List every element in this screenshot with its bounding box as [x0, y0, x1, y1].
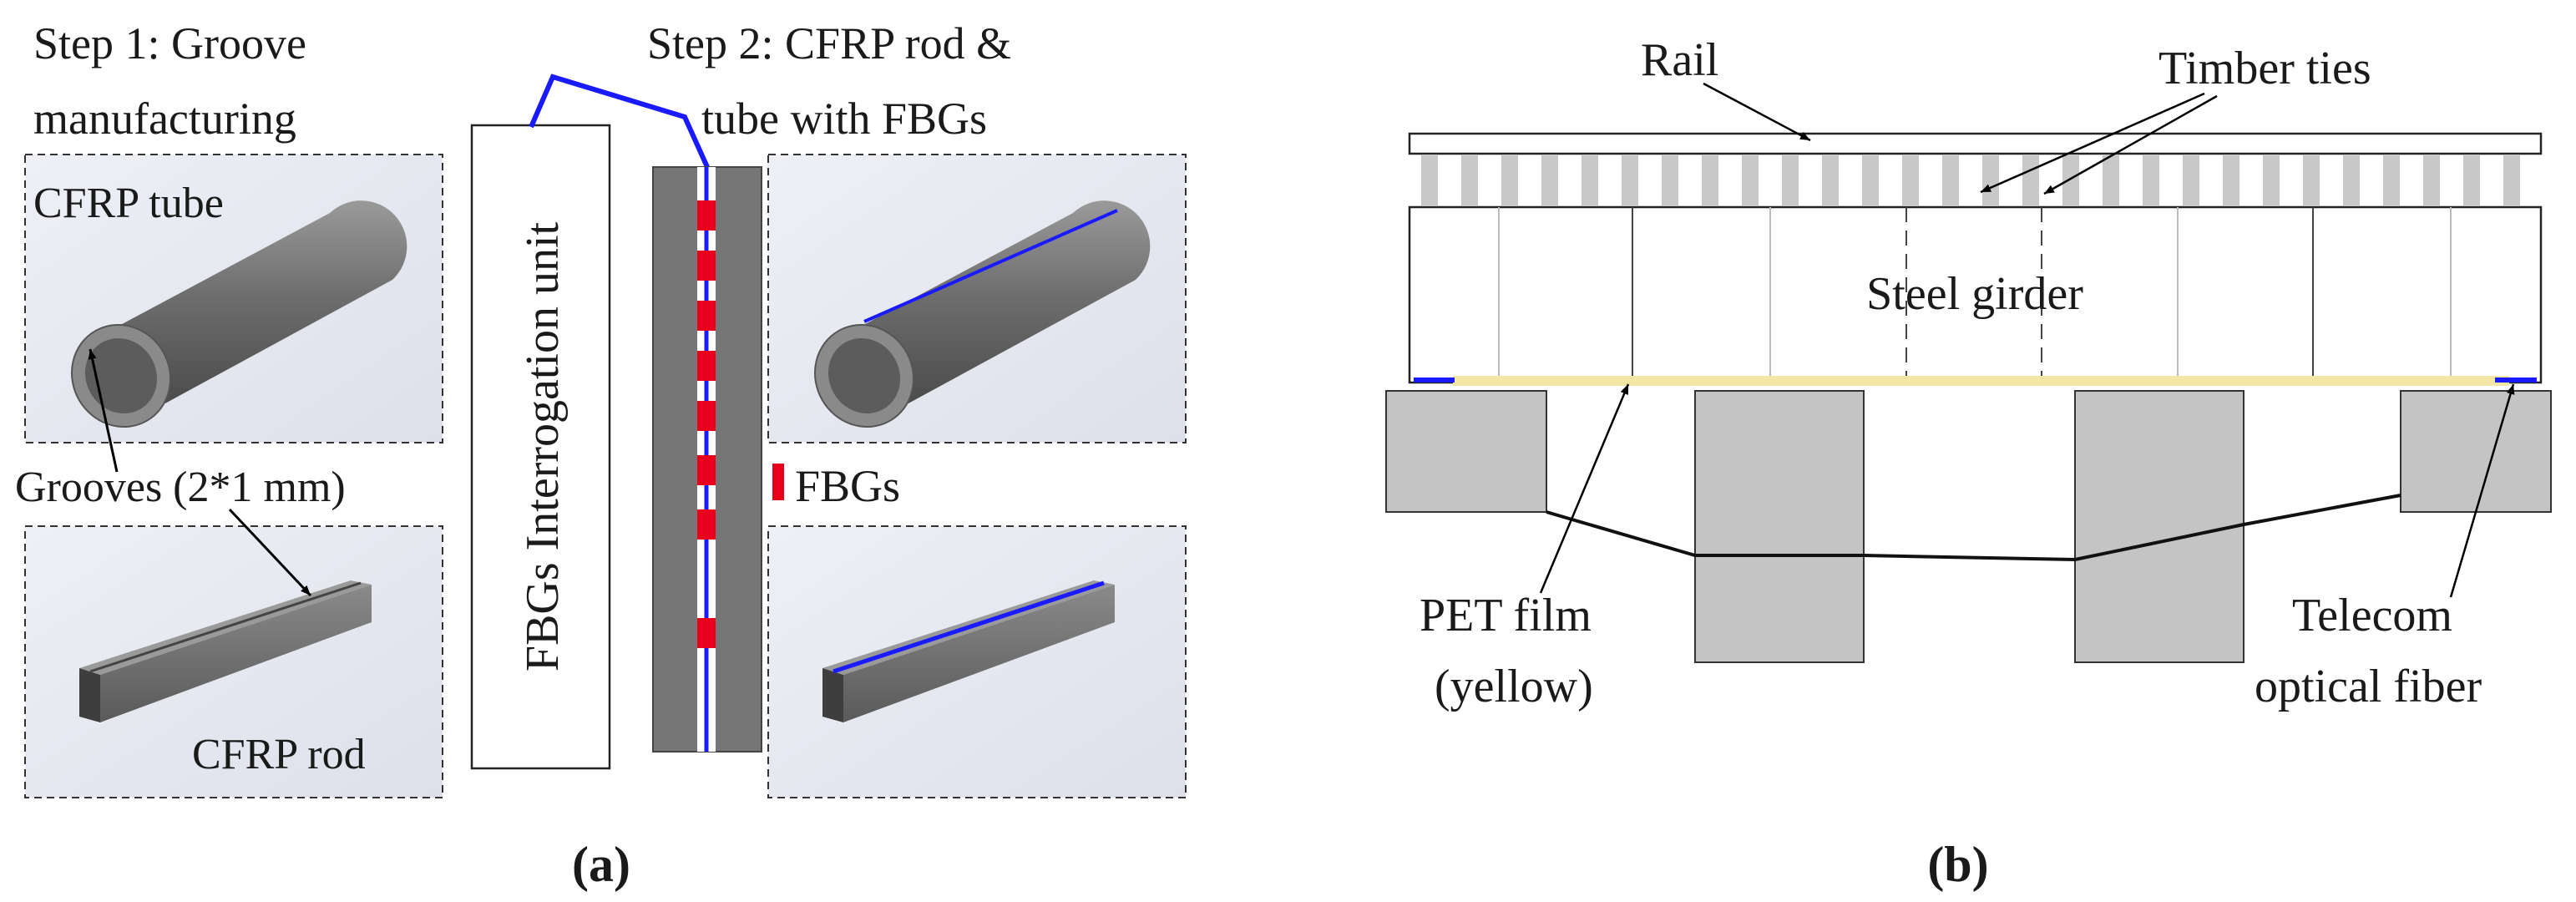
timber-tie	[1662, 155, 1678, 205]
timber-tie	[1702, 155, 1718, 205]
pet-film	[1453, 376, 2509, 386]
step2-title-line2: tube with FBGs	[701, 94, 987, 144]
interrogation-fiber	[529, 73, 710, 169]
timber-tie	[1902, 155, 1919, 205]
instrumented-bar	[652, 166, 762, 753]
timber-tie	[1622, 155, 1638, 205]
cfrp-rod-icon	[79, 580, 372, 722]
panel-a: Step 1: Groove manufacturing Step 2: CFR…	[15, 18, 1187, 892]
timber-tie	[2183, 155, 2199, 205]
fbg-sensor	[697, 200, 716, 231]
timber-tie	[2103, 155, 2119, 205]
rod-with-fbg-box	[767, 525, 1187, 798]
timber-tie	[1742, 155, 1759, 205]
panel-a-caption: (a)	[572, 837, 630, 892]
step1-title-line1: Step 1: Groove	[33, 18, 306, 68]
timber-tie	[1501, 155, 1518, 205]
timber-tie	[1862, 155, 1879, 205]
fbg-sensor	[697, 618, 716, 648]
steel-girder-label: Steel girder	[1866, 268, 2083, 320]
timber-tie	[2463, 155, 2480, 205]
timber-tie	[1461, 155, 1478, 205]
fbg-sensor	[697, 251, 716, 281]
timber-ties	[1421, 155, 2520, 205]
tube-with-fbg-box	[767, 154, 1187, 443]
timber-tie	[1942, 155, 1959, 205]
interrogation-unit-label: FBGs Interrogation unit	[517, 221, 569, 671]
fbg-sensor	[697, 301, 716, 331]
rail-arrow	[1703, 82, 1811, 142]
pier-center-right	[2074, 390, 2245, 663]
timber-ties-label: Timber ties	[2158, 43, 2371, 94]
fbg-sensor	[697, 455, 716, 485]
grooves-arrow-rod	[228, 508, 312, 597]
pet-film-arrow	[1539, 383, 1630, 594]
timber-tie	[2383, 155, 2400, 205]
timber-tie	[2263, 155, 2280, 205]
timber-tie	[2223, 155, 2239, 205]
timber-tie	[1982, 155, 1999, 205]
cfrp-rod-box: CFRP rod	[24, 525, 443, 798]
timber-tie	[2143, 155, 2159, 205]
cfrp-tube-icon	[70, 200, 407, 428]
ties-arrow-2	[2043, 94, 2218, 195]
fbgs-legend-swatch	[772, 464, 784, 500]
timber-tie	[1582, 155, 1598, 205]
step2-title-line1: Step 2: CFRP rod &	[647, 18, 1011, 68]
pet-film-label-line2: (yellow)	[1435, 661, 1593, 712]
telecom-fiber-label-line2: optical fiber	[2255, 661, 2482, 712]
timber-tie	[2062, 155, 2079, 205]
tube-with-fbg-icon	[813, 200, 1151, 428]
cfrp-rod-label: CFRP rod	[192, 731, 366, 778]
telecom-fiber-label-line1: Telecom	[2292, 590, 2452, 641]
grooves-arrow-tube	[88, 348, 119, 473]
step1-title-line2: manufacturing	[33, 94, 296, 144]
cfrp-tube-label: CFRP tube	[33, 180, 224, 227]
pet-film-label-line1: PET film	[1420, 590, 1592, 641]
telecom-fiber-arrow	[2449, 383, 2515, 598]
interrogation-unit: FBGs Interrogation unit	[470, 124, 611, 770]
rail-label: Rail	[1641, 34, 1718, 86]
grooves-label: Grooves (2*1 mm)	[15, 464, 346, 511]
timber-tie	[2343, 155, 2360, 205]
pier-center-left	[1694, 390, 1865, 663]
timber-tie	[2303, 155, 2320, 205]
pier-right	[2400, 390, 2552, 513]
panel-b-caption: (b)	[1927, 837, 1988, 892]
steel-girder: Steel girder	[1408, 205, 2543, 384]
timber-tie	[2423, 155, 2440, 205]
pier-left	[1385, 390, 1547, 513]
fbg-sensor	[697, 401, 716, 431]
timber-tie	[1782, 155, 1799, 205]
ties-arrow-1	[1980, 92, 2205, 194]
rail	[1408, 132, 2543, 155]
fbg-sensor	[697, 351, 716, 381]
cfrp-tube-box: CFRP tube	[24, 154, 443, 443]
fbgs-legend-label: FBGs	[795, 461, 900, 511]
rod-with-fbg-icon	[822, 580, 1115, 722]
panel-b: Rail Timber ties	[1385, 34, 2552, 892]
timber-tie	[1822, 155, 1839, 205]
ground-line	[1546, 494, 2401, 562]
timber-tie	[1421, 155, 1438, 205]
timber-tie	[2022, 155, 2039, 205]
fbg-sensor	[697, 509, 716, 540]
timber-tie	[2503, 155, 2520, 205]
timber-tie	[1541, 155, 1558, 205]
